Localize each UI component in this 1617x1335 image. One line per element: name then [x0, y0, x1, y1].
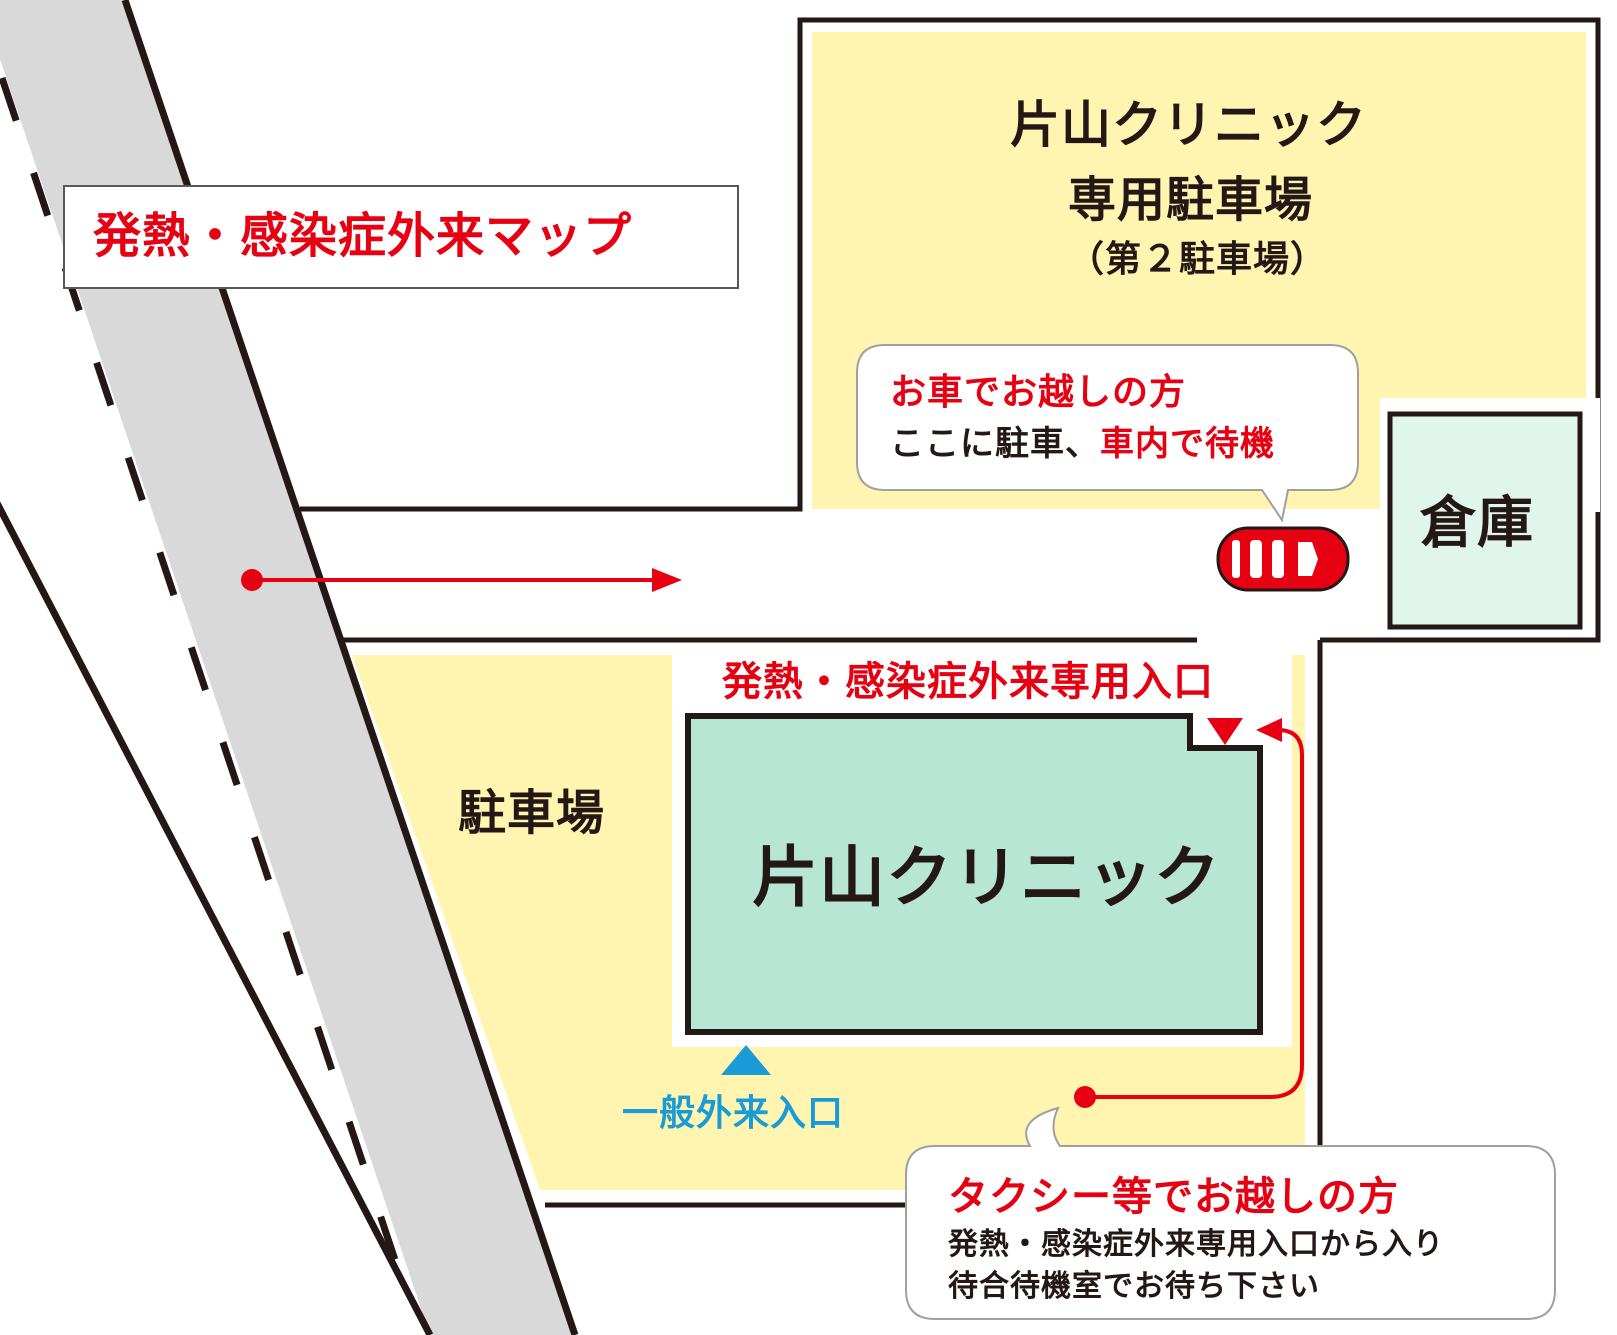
taxi-callout-line2: 待合待機室でお待ち下さい [948, 1269, 1320, 1304]
map-title: 発熱・感染症外来マップ [93, 208, 633, 264]
parking2-sub: （第２駐車場） [1068, 239, 1328, 280]
road [0, 0, 575, 1335]
parking2-name: 片山クリニック [1010, 96, 1367, 154]
warehouse-label: 倉庫 [1420, 491, 1534, 556]
taxi-callout-bubble [905, 1106, 1556, 1320]
car-callout-title: お車でお越しの方 [890, 372, 1187, 413]
taxi-callout-title: タクシー等でお越しの方 [948, 1174, 1399, 1220]
car-callout-text-plain: ここに駐車、 [890, 424, 1100, 464]
taxi-route-line [1085, 728, 1304, 1099]
taxi-callout-line1: 発熱・感染症外来専用入口から入り [948, 1227, 1444, 1262]
red-triangle-marker [1207, 718, 1243, 745]
fever-entrance-label: 発熱・感染症外来専用入口 [722, 659, 1214, 705]
taxi-route-arrow-head [1256, 718, 1282, 742]
clinic-label: 片山クリニック [752, 839, 1221, 916]
clinic-building [685, 713, 1263, 1035]
blue-triangle-marker [721, 1045, 771, 1075]
car-callout-text-red: 車内で待機 [1100, 424, 1275, 464]
road-edge-left [0, 501, 434, 1335]
warehouse-box [1387, 411, 1583, 630]
parking2-border [300, 17, 1601, 643]
car-icon [1216, 526, 1350, 592]
title-box [63, 185, 739, 289]
car-callout-text: ここに駐車、車内で待機 [890, 424, 1275, 465]
general-entrance-label: 一般外来入口 [622, 1093, 845, 1134]
parking-label: 駐車場 [458, 785, 606, 841]
route-arrow-head [652, 568, 682, 592]
car-callout-bubble [856, 344, 1359, 523]
parking2-label: 専用駐車場 [1068, 172, 1314, 228]
